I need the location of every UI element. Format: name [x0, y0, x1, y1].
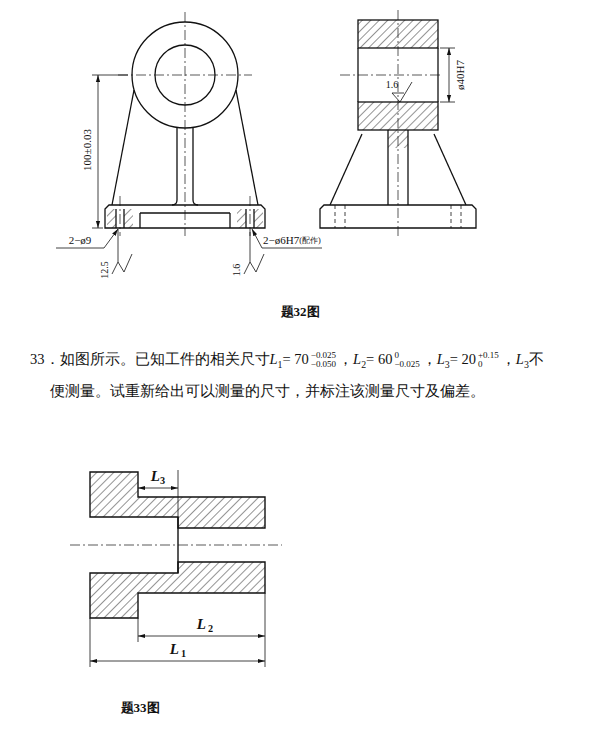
tolerance-value: +0.15 — [478, 351, 499, 360]
label-text: = 70 — [283, 352, 309, 368]
label-text: 1.6 — [386, 79, 399, 90]
label-text: L — [196, 616, 207, 633]
hole-note: 2−ø6H7(配作) — [263, 234, 321, 246]
side-view — [320, 20, 476, 228]
tolerance-stack: 0−0.025 — [394, 351, 419, 370]
tolerance-value: −0.050 — [311, 360, 336, 369]
dimension-lines-33 — [90, 470, 265, 667]
figure-caption: 题32图 — [281, 305, 320, 319]
label-text: 3 — [445, 360, 450, 371]
label-text: ， — [338, 352, 353, 368]
label-text: 不 — [529, 352, 544, 368]
tolerance-stack: −0.025−0.050 — [311, 351, 336, 370]
label-text: L — [270, 352, 278, 368]
tolerance-value: 0 — [478, 360, 499, 369]
label-text: L — [151, 468, 160, 485]
bushing-section — [90, 472, 265, 618]
label-text: ， — [501, 352, 516, 368]
dimension-symbol: L2 — [196, 616, 214, 633]
label-text: 33．如图所示。已知工件的相关尺寸 — [30, 352, 270, 368]
figure-caption: 题33图 — [121, 701, 160, 715]
dimension-lines — [56, 48, 455, 274]
label-text: 100±0.03 — [81, 128, 93, 172]
dimension-symbol: L1 — [169, 641, 187, 658]
hidden-lines — [335, 205, 461, 228]
label-text: ， — [422, 352, 437, 368]
tolerance-value: −0.025 — [394, 360, 419, 369]
label-text: = 60 — [366, 352, 392, 368]
label-text: L — [437, 352, 445, 368]
label-text: = 20 — [450, 352, 476, 368]
label-text: 2−ø6H7 — [263, 234, 299, 246]
center-lines — [70, 10, 442, 545]
label-text: 便测量。试重新给出可以测量的尺寸，并标注该测量尺寸及偏差。 — [50, 384, 485, 400]
label-text: 1 — [278, 360, 283, 371]
label-text: 题33图 — [121, 701, 160, 715]
hole-note: 2−ø9 — [69, 234, 92, 246]
label-text: 12.5 — [99, 261, 110, 279]
label-text: 题32图 — [281, 305, 320, 319]
tolerance-stack: +0.150 — [478, 351, 499, 370]
roughness-value: 12.5 — [99, 261, 110, 279]
label-text: 3 — [160, 475, 165, 486]
label-text: L — [516, 352, 524, 368]
label-text: 3 — [524, 360, 529, 371]
tolerance-value: −0.025 — [311, 351, 336, 360]
question-text: 33．如图所示。已知工件的相关尺寸L1= 70−0.025−0.050，L2= … — [30, 351, 544, 370]
dimension-text: ø40H7 — [454, 59, 466, 91]
label-text: 1 — [180, 648, 187, 659]
label-text: L — [353, 352, 361, 368]
roughness-value: 1.6 — [231, 264, 242, 277]
label-text: 2 — [361, 360, 366, 371]
label-text: L — [169, 641, 180, 658]
dimension-text: 100±0.03 — [81, 128, 93, 172]
label-text: 1.6 — [231, 264, 242, 277]
label-text: (配作) — [299, 235, 321, 244]
label-text: 2−ø9 — [69, 234, 92, 246]
question-text: 便测量。试重新给出可以测量的尺寸，并标注该测量尺寸及偏差。 — [50, 384, 485, 400]
label-text: ø40H7 — [454, 59, 466, 91]
tolerance-value: 0 — [394, 351, 419, 360]
dimension-symbol: L3 — [151, 468, 165, 485]
roughness-value: 1.6 — [386, 79, 399, 90]
label-text: 2 — [207, 623, 214, 634]
